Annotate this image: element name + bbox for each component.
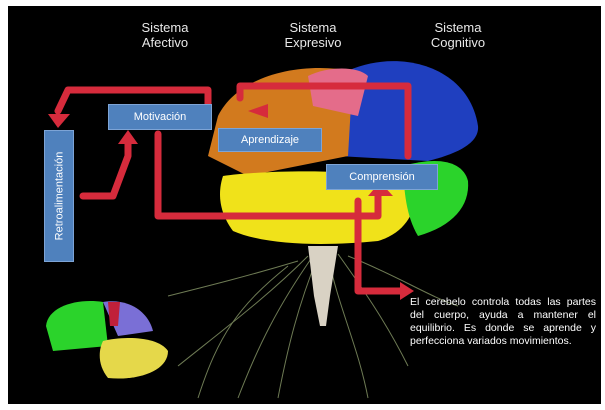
arrowhead-feedback <box>48 114 70 128</box>
cerebelo-note: El cerebelo controla todas las partes de… <box>410 296 596 348</box>
header-cognitivo: Sistema Cognitivo <box>403 20 513 50</box>
header-expresivo-line2: Expresivo <box>258 35 368 50</box>
header-afectivo-line1: Sistema <box>110 20 220 35</box>
brain-thumbnail <box>46 301 168 379</box>
header-afectivo-line2: Afectivo <box>110 35 220 50</box>
node-aprendizaje: Aprendizaje <box>218 128 322 152</box>
arrowhead-motivacion <box>118 130 138 144</box>
header-expresivo: Sistema Expresivo <box>258 20 368 50</box>
diagram-slide: Sistema Afectivo Sistema Expresivo Siste… <box>8 6 601 404</box>
node-comprension: Comprensión <box>326 164 438 190</box>
node-motivacion: Motivación <box>108 104 212 130</box>
node-retroalimentacion-label: Retroalimentación <box>53 152 65 241</box>
header-cognitivo-line1: Sistema <box>403 20 513 35</box>
arrow-to-motivacion <box>83 141 128 196</box>
header-afectivo: Sistema Afectivo <box>110 20 220 50</box>
brain-stem <box>308 246 338 326</box>
header-expresivo-line1: Sistema <box>258 20 368 35</box>
header-cognitivo-line2: Cognitivo <box>403 35 513 50</box>
node-retroalimentacion: Retroalimentación <box>44 130 74 262</box>
